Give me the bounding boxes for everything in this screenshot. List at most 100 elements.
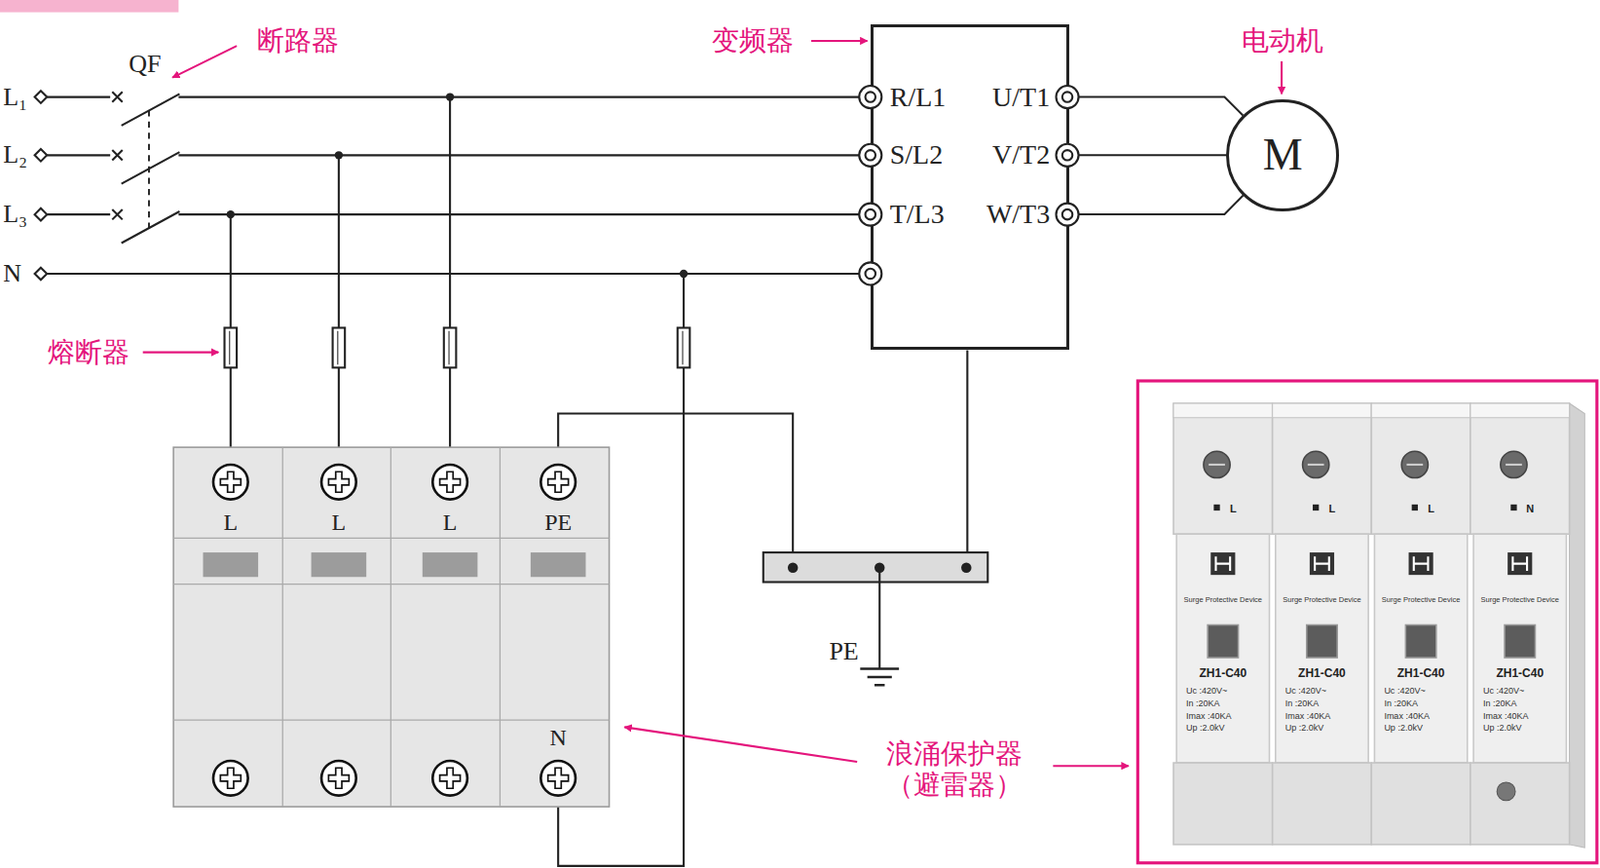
inverter-terminal [858,203,882,226]
device-top-block [1470,403,1570,534]
screw-cross [440,471,461,492]
terminal-label: T/L3 [890,200,945,228]
motor-circle: M [1226,99,1339,212]
status-window [422,552,479,577]
photo-terminal-label: L [1427,502,1435,515]
inverter-terminal-core [865,268,876,279]
model-number: ZH1-C40 [1495,667,1544,680]
callout-arrow [1280,61,1283,95]
device-caption: Surge Protective Device [1182,595,1265,604]
model-number: ZH1-C40 [1397,667,1446,680]
rating-text: Up :2.0kV [1483,723,1523,734]
indicator-window [1306,625,1338,659]
inverter-terminal-core [1062,149,1073,160]
terminal-label: L [443,510,458,534]
callout-label: 熔断器 [47,336,130,368]
terminal-label: R/L1 [890,83,947,112]
photo-terminal-label: L [1329,502,1337,515]
terminal-label: U/T1 [992,83,1050,112]
surge-protector-housing [173,446,609,807]
photo-frame [1137,380,1598,863]
breaker-blade [121,151,181,184]
screw-cross [220,471,241,492]
terminal-label: V/T2 [992,141,1050,169]
terminal-diamond [35,267,48,281]
photo-terminal-label: L [1229,502,1237,515]
indicator-window [1405,625,1436,659]
fuse-element [681,331,683,366]
inverter-terminal [858,85,882,109]
screw-cross [440,767,461,788]
rating-text: In :20KA [1483,699,1518,709]
branch-wire [448,97,451,465]
module-band [173,718,609,720]
module-band [173,537,609,539]
callout-label: 浪涌保护器 （避雷器） [880,738,1028,801]
module-divider [499,446,501,807]
breaker-tag: QF [128,50,161,79]
supply-wire [46,96,111,99]
brand-logo [1409,552,1434,575]
motor-wire [1069,153,1227,156]
rating-text: Up :2.0kV [1383,723,1423,734]
device-top-face [1173,403,1273,418]
callout-arrow [1052,764,1129,767]
pe-busbar [763,552,989,582]
line-label: L₃ [2,200,28,229]
branch-wire [337,154,340,465]
status-window [530,552,587,577]
terminal-marker [1412,504,1418,511]
breaker-linkage [148,110,150,231]
callout-arrow [811,39,868,42]
terminal-label: M [1263,132,1303,178]
screw-terminal [432,760,468,796]
device-base [1371,762,1471,845]
terminal-label: S/L2 [890,141,943,169]
pe-wire [966,350,968,568]
callout-arrow [624,726,857,762]
supply-wire [178,213,860,216]
logo-mark [1314,556,1330,571]
callout-label: 断路器 [257,26,339,57]
fuse-symbol [333,327,346,368]
terminal-label: L [332,510,347,534]
breaker-blade [121,93,181,125]
motor-wire [1069,194,1244,215]
inverter-box: R/L1S/L2T/L3 U/T1V/T2W/T3 [870,24,1070,350]
fuse-element [336,331,338,366]
logo-mark [1512,556,1527,571]
terminal-label: L [223,510,238,534]
device-screw [1203,450,1230,478]
screw-slot [1208,463,1226,466]
screw-terminal [540,760,576,796]
device-front [1473,533,1566,763]
corner-decoration [0,0,179,13]
screw-cross [328,767,349,788]
inverter-terminal-core [1062,209,1073,220]
terminal-label: W/T3 [986,200,1050,228]
rating-text: In :20KA [1186,699,1221,709]
device-base [1173,762,1273,845]
model-number: ZH1-C40 [1198,667,1247,680]
ground-wire [878,567,881,670]
device-screw [1401,450,1428,478]
device-screw [1302,450,1330,478]
screw-cross [328,471,349,492]
device-side [1569,403,1586,848]
inverter-terminal [858,144,882,167]
supply-wire [46,213,111,216]
base-screw [1496,781,1516,801]
terminal-diamond [35,148,48,162]
rating-text: Imax :40KA [1383,711,1430,722]
screw-terminal [432,464,468,500]
fuse-symbol [224,327,238,368]
screw-cross [220,767,241,788]
model-number: ZH1-C40 [1298,667,1346,680]
callout-label: 变频器 [711,26,794,57]
rating-text: Uc :420V~ [1285,686,1327,697]
callout-arrow [143,351,220,354]
module-divider [390,446,392,807]
